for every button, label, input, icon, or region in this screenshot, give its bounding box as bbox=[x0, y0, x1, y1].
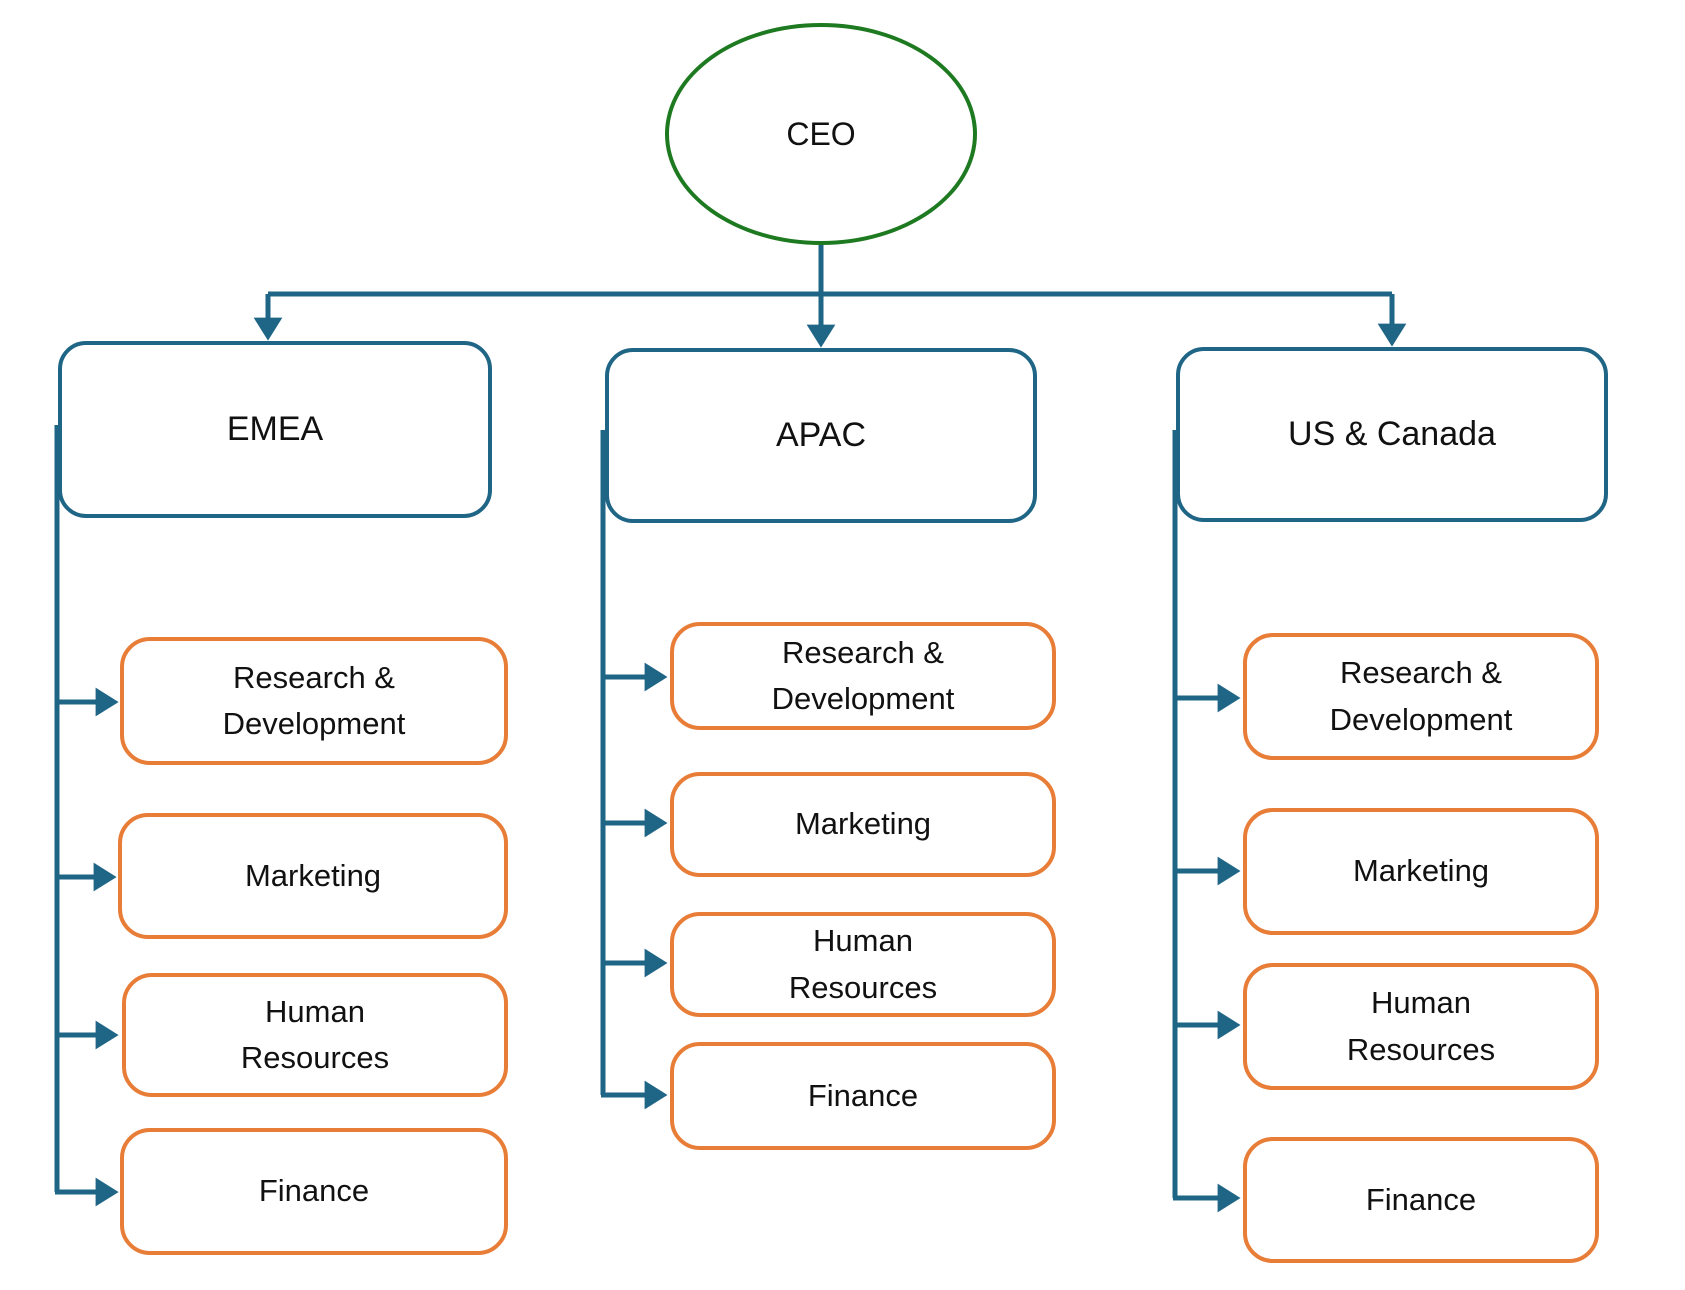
region-node-emea: EMEA bbox=[58, 341, 492, 518]
dept-node-apac-research-development: Research & Development bbox=[670, 622, 1056, 730]
dept-label: Research & Development bbox=[222, 659, 406, 742]
dept-label: Research & Development bbox=[1329, 655, 1513, 737]
dept-node-emea-research-development: Research & Development bbox=[120, 637, 508, 765]
dept-node-apac-marketing: Marketing bbox=[670, 772, 1056, 877]
ceo-label: CEO bbox=[786, 116, 856, 152]
dept-label: Finance bbox=[807, 1077, 919, 1113]
dept-label: Marketing bbox=[1352, 853, 1490, 889]
dept-node-usca-finance: Finance bbox=[1243, 1137, 1599, 1263]
region-node-us-canada: US & Canada bbox=[1176, 347, 1608, 522]
ceo-node: CEO bbox=[665, 23, 977, 245]
region-label-us-canada: US & Canada bbox=[1288, 415, 1496, 453]
dept-node-emea-finance: Finance bbox=[120, 1128, 508, 1255]
dept-node-apac-finance: Finance bbox=[670, 1042, 1056, 1150]
dept-node-usca-human-resources: Human Resources bbox=[1243, 963, 1599, 1090]
dept-node-emea-marketing: Marketing bbox=[118, 813, 508, 939]
dept-label: Human Resources bbox=[1346, 985, 1496, 1067]
dept-node-usca-marketing: Marketing bbox=[1243, 808, 1599, 935]
dept-node-usca-research-development: Research & Development bbox=[1243, 633, 1599, 760]
region-node-apac: APAC bbox=[605, 348, 1037, 523]
dept-label: Marketing bbox=[794, 806, 932, 842]
dept-node-apac-human-resources: Human Resources bbox=[670, 912, 1056, 1017]
dept-label: Human Resources bbox=[240, 993, 390, 1076]
dept-label: Finance bbox=[258, 1173, 370, 1209]
dept-label: Human Resources bbox=[788, 923, 938, 1005]
dept-label: Research & Development bbox=[771, 634, 955, 717]
region-label-emea: EMEA bbox=[226, 410, 324, 448]
dept-node-emea-human-resources: Human Resources bbox=[122, 973, 508, 1097]
dept-label: Marketing bbox=[244, 857, 382, 893]
dept-label: Finance bbox=[1365, 1181, 1477, 1217]
region-label-apac: APAC bbox=[775, 416, 867, 454]
